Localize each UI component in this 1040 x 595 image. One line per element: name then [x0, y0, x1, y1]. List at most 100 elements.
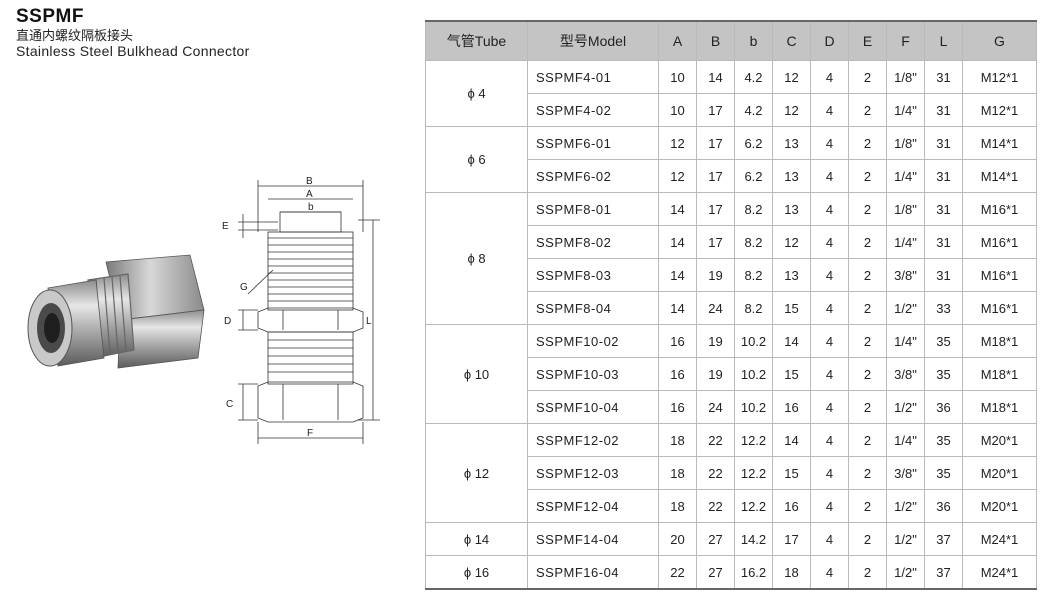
dim-cell-D: 4 [810, 93, 849, 127]
dim-cell-B: 22 [696, 423, 735, 457]
dim-cell-C: 12 [772, 93, 811, 127]
dim-cell-G: M20*1 [962, 489, 1037, 523]
dim-cell-A: 22 [658, 555, 697, 590]
dim-cell-G: M18*1 [962, 324, 1037, 358]
dim-cell-A: 12 [658, 126, 697, 160]
dim-cell-F: 1/2" [886, 555, 925, 590]
dim-cell-b: 12.2 [734, 456, 773, 490]
dim-cell-F: 3/8" [886, 258, 925, 292]
dim-label-D: D [224, 316, 231, 327]
dim-label-G: G [240, 282, 248, 293]
dim-cell-B: 17 [696, 159, 735, 193]
model-cell: SSPMF8-01 [527, 192, 659, 226]
model-cell: SSPMF12-04 [527, 489, 659, 523]
header-C: C [772, 20, 811, 61]
dim-cell-D: 4 [810, 126, 849, 160]
model-cell: SSPMF16-04 [527, 555, 659, 590]
dim-cell-C: 13 [772, 126, 811, 160]
dim-cell-E: 2 [848, 192, 887, 226]
dim-cell-E: 2 [848, 489, 887, 523]
model-cell: SSPMF4-02 [527, 93, 659, 127]
dim-cell-E: 2 [848, 423, 887, 457]
dim-cell-L: 35 [924, 456, 963, 490]
model-cell: SSPMF12-02 [527, 423, 659, 457]
model-cell: SSPMF8-02 [527, 225, 659, 259]
product-header: SSPMF 直通内螺纹隔板接头 Stainless Steel Bulkhead… [16, 6, 250, 59]
tube-size-cell: ϕ 6 [425, 126, 528, 193]
dim-cell-B: 22 [696, 456, 735, 490]
dim-cell-B: 14 [696, 60, 735, 94]
dim-cell-L: 31 [924, 159, 963, 193]
dim-cell-E: 2 [848, 357, 887, 391]
dim-cell-E: 2 [848, 258, 887, 292]
dim-cell-A: 14 [658, 225, 697, 259]
dim-cell-A: 14 [658, 258, 697, 292]
dim-cell-E: 2 [848, 225, 887, 259]
dim-label-F: F [307, 428, 313, 439]
dim-cell-G: M24*1 [962, 522, 1037, 556]
tube-size-cell: ϕ 16 [425, 555, 528, 590]
dim-cell-A: 16 [658, 324, 697, 358]
dim-cell-C: 15 [772, 357, 811, 391]
dim-cell-D: 4 [810, 159, 849, 193]
dim-cell-L: 37 [924, 522, 963, 556]
dim-cell-L: 35 [924, 423, 963, 457]
dim-cell-B: 17 [696, 225, 735, 259]
dim-cell-D: 4 [810, 357, 849, 391]
dim-cell-E: 2 [848, 60, 887, 94]
model-cell: SSPMF14-04 [527, 522, 659, 556]
dim-cell-L: 31 [924, 93, 963, 127]
dim-cell-L: 31 [924, 225, 963, 259]
dim-cell-G: M16*1 [962, 291, 1037, 325]
dim-cell-b: 4.2 [734, 60, 773, 94]
dim-cell-B: 19 [696, 258, 735, 292]
dim-cell-C: 14 [772, 324, 811, 358]
dim-cell-F: 1/4" [886, 159, 925, 193]
dim-cell-G: M18*1 [962, 390, 1037, 424]
dim-cell-L: 33 [924, 291, 963, 325]
dim-cell-F: 1/2" [886, 489, 925, 523]
dim-cell-C: 13 [772, 159, 811, 193]
dim-cell-b: 6.2 [734, 126, 773, 160]
dim-label-C: C [226, 399, 233, 410]
dim-cell-C: 15 [772, 456, 811, 490]
dim-cell-A: 18 [658, 423, 697, 457]
dim-cell-A: 14 [658, 291, 697, 325]
dim-cell-F: 1/2" [886, 522, 925, 556]
dim-cell-b: 8.2 [734, 291, 773, 325]
model-cell: SSPMF6-01 [527, 126, 659, 160]
dim-cell-L: 31 [924, 126, 963, 160]
dim-cell-A: 10 [658, 93, 697, 127]
dim-cell-b: 14.2 [734, 522, 773, 556]
tube-size-cell: ϕ 4 [425, 60, 528, 127]
header-E: E [848, 20, 887, 61]
dim-cell-C: 12 [772, 225, 811, 259]
dim-cell-E: 2 [848, 390, 887, 424]
dim-cell-B: 19 [696, 324, 735, 358]
dim-cell-F: 1/2" [886, 390, 925, 424]
dim-cell-F: 3/8" [886, 357, 925, 391]
tube-size-cell: ϕ 10 [425, 324, 528, 424]
dim-cell-D: 4 [810, 192, 849, 226]
dim-cell-b: 10.2 [734, 357, 773, 391]
dim-cell-B: 19 [696, 357, 735, 391]
dim-cell-C: 13 [772, 192, 811, 226]
dim-cell-L: 31 [924, 60, 963, 94]
dim-cell-F: 1/4" [886, 324, 925, 358]
dim-cell-A: 20 [658, 522, 697, 556]
dim-label-E: E [222, 221, 229, 232]
dim-cell-C: 16 [772, 390, 811, 424]
model-cell: SSPMF8-03 [527, 258, 659, 292]
dim-cell-F: 1/4" [886, 93, 925, 127]
dim-cell-D: 4 [810, 225, 849, 259]
dim-cell-C: 14 [772, 423, 811, 457]
dim-cell-C: 17 [772, 522, 811, 556]
